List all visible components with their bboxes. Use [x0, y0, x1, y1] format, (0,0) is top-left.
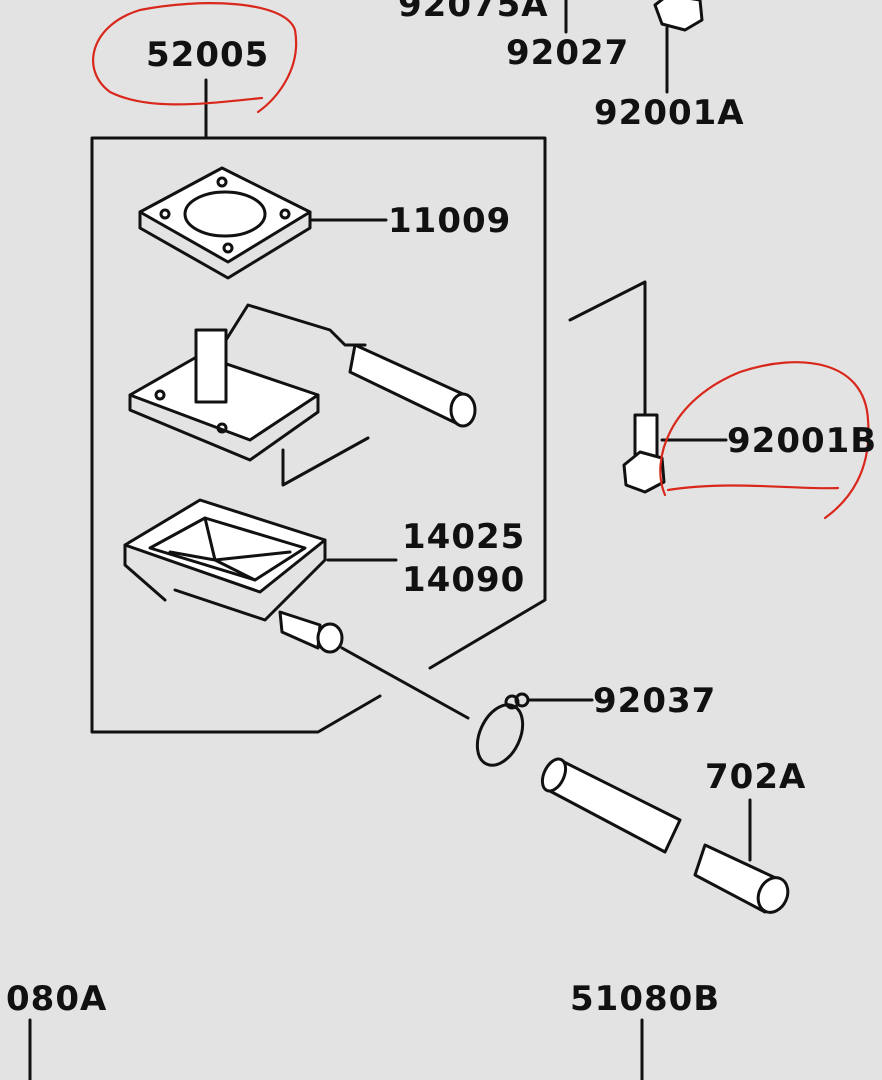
- label-14025: 14025: [402, 517, 526, 557]
- label-92001B: 92001B: [727, 421, 878, 461]
- label-92027: 92027: [506, 33, 630, 73]
- label-702A: 702A: [705, 757, 807, 797]
- label-51080B: 51080B: [570, 979, 721, 1019]
- label-080A: 080A: [6, 979, 108, 1019]
- fuel-sender: [128, 303, 477, 487]
- clamp-92037: [475, 692, 594, 767]
- assembly-box-52005: [90, 78, 547, 734]
- red-annotation-circles: [92, 2, 870, 520]
- label-52005: 52005: [146, 35, 270, 75]
- label-14090: 14090: [402, 560, 526, 600]
- bolt-92001B: [568, 280, 728, 494]
- hose: [540, 757, 790, 914]
- label-92001A: 92001A: [594, 93, 745, 133]
- gasket-11009: [138, 166, 388, 280]
- label-92075A: 92075A: [398, 0, 549, 25]
- bolt-92001A: [653, 0, 704, 94]
- label-92037: 92037: [593, 681, 717, 721]
- packing-14025: [123, 498, 470, 720]
- label-11009: 11009: [388, 201, 512, 241]
